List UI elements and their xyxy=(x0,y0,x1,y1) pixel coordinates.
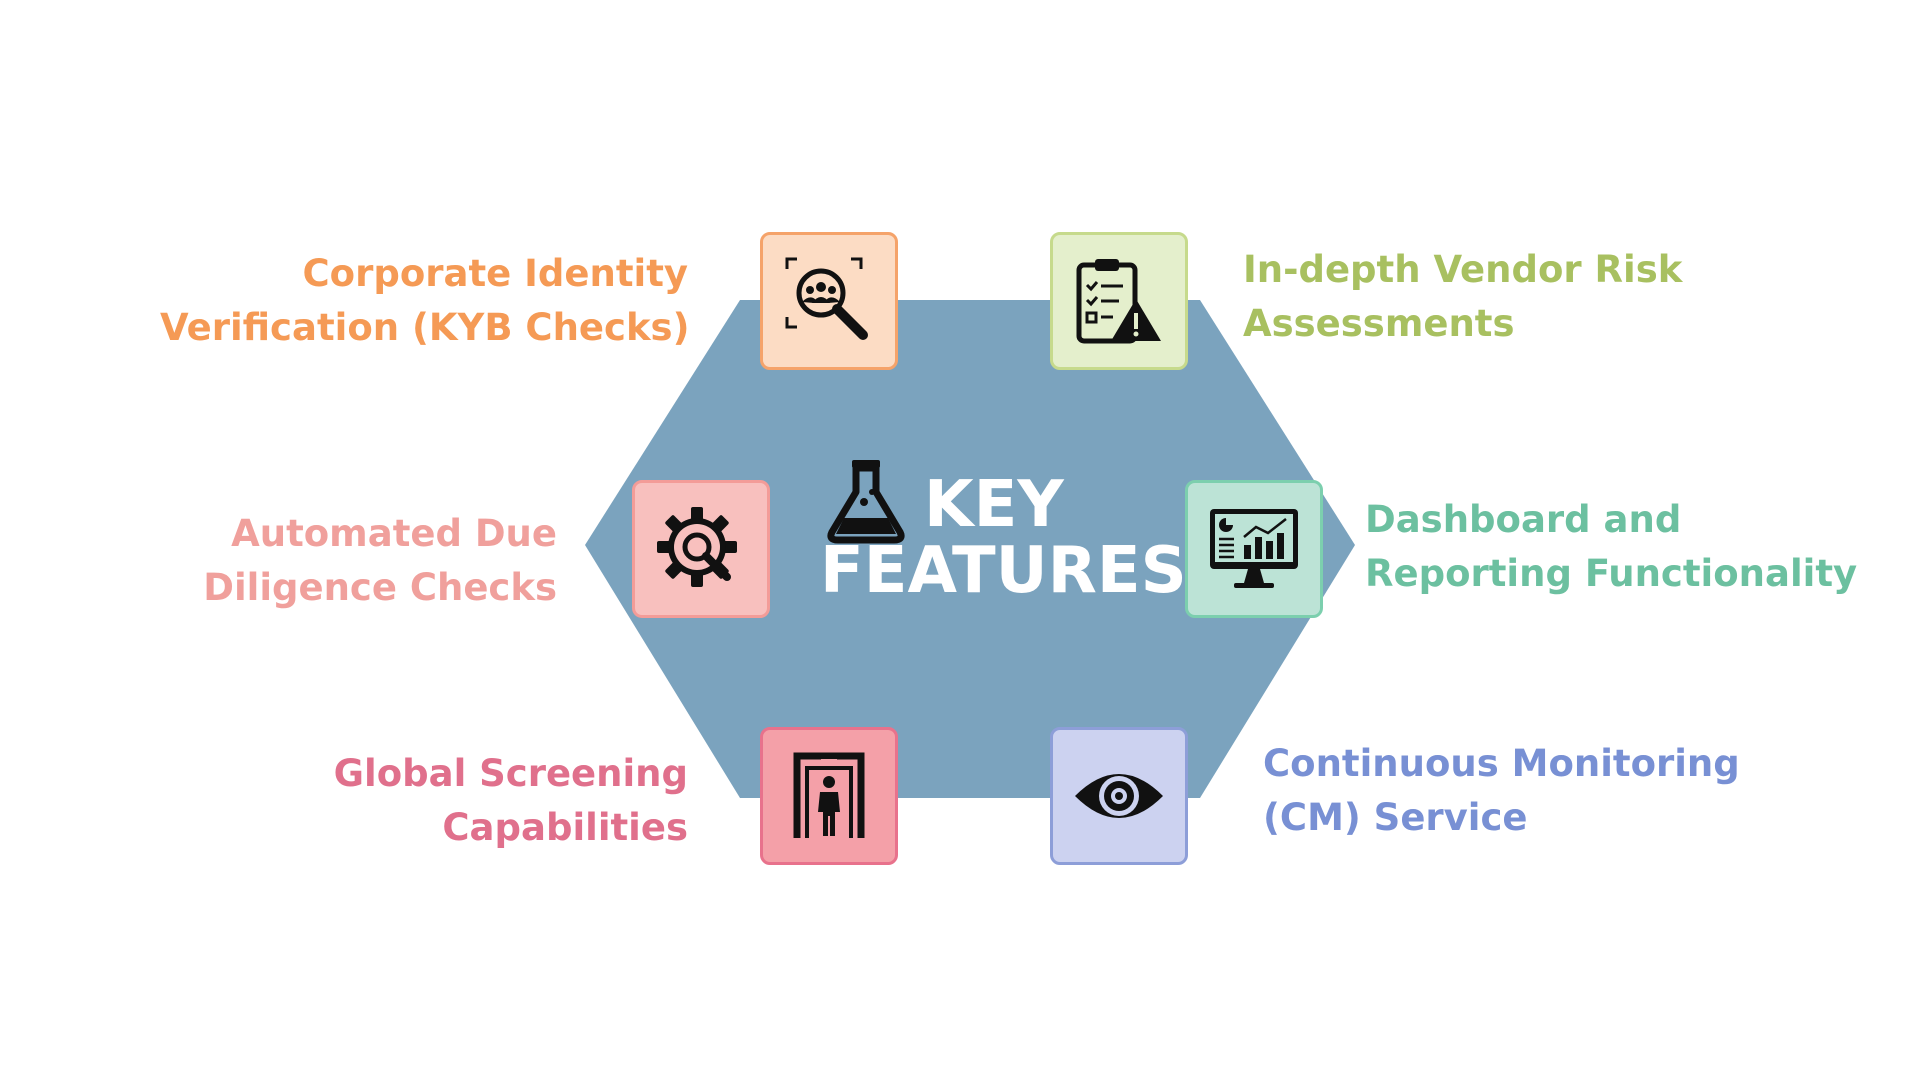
tile-global-screening xyxy=(760,727,898,865)
tile-due-diligence xyxy=(632,480,770,618)
label-cm-line2: (CM) Service xyxy=(1263,796,1528,839)
tile-vendor xyxy=(1050,232,1188,370)
label-dashboard: Dashboard and Reporting Functionality xyxy=(1365,493,1857,601)
clipboard-warning-icon xyxy=(1076,259,1161,344)
center-title-line2: FEATURES xyxy=(820,534,1187,608)
label-dashboard-line1: Dashboard and xyxy=(1365,498,1682,541)
monitor-chart-icon xyxy=(1210,509,1298,588)
label-global-screening: Global Screening Capabilities xyxy=(160,747,688,855)
label-kyb: Corporate Identity Verification (KYB Che… xyxy=(160,247,690,355)
tile-kyb xyxy=(760,232,898,370)
gear-search-icon xyxy=(657,507,737,587)
label-due-line1: Automated Due xyxy=(231,512,557,555)
flask-icon xyxy=(827,460,905,544)
eye-icon xyxy=(1075,774,1163,818)
label-due-diligence: Automated Due Diligence Checks xyxy=(160,507,557,615)
search-people-icon xyxy=(785,257,868,340)
center-title: KEY FEATURES xyxy=(820,468,1187,620)
label-dashboard-line2: Reporting Functionality xyxy=(1365,552,1858,595)
label-continuous-monitoring: Continuous Monitoring (CM) Service xyxy=(1263,737,1740,845)
label-cm-line1: Continuous Monitoring xyxy=(1263,742,1740,785)
label-vendor-line1: In-depth Vendor Risk xyxy=(1243,248,1683,291)
label-kyb-line2: Verification (KYB Checks) xyxy=(160,306,690,349)
center-title-line1: KEY xyxy=(924,468,1064,542)
label-kyb-line1: Corporate Identity xyxy=(302,252,688,295)
tile-continuous-monitoring xyxy=(1050,727,1188,865)
label-global-line1: Global Screening xyxy=(333,752,688,795)
tile-dashboard xyxy=(1185,480,1323,618)
label-vendor-line2: Assessments xyxy=(1243,302,1515,345)
security-gate-icon xyxy=(793,752,865,838)
label-vendor: In-depth Vendor Risk Assessments xyxy=(1243,243,1682,351)
label-due-line2: Diligence Checks xyxy=(203,566,557,609)
central-hexagon xyxy=(585,300,1355,798)
label-global-line2: Capabilities xyxy=(442,806,688,849)
